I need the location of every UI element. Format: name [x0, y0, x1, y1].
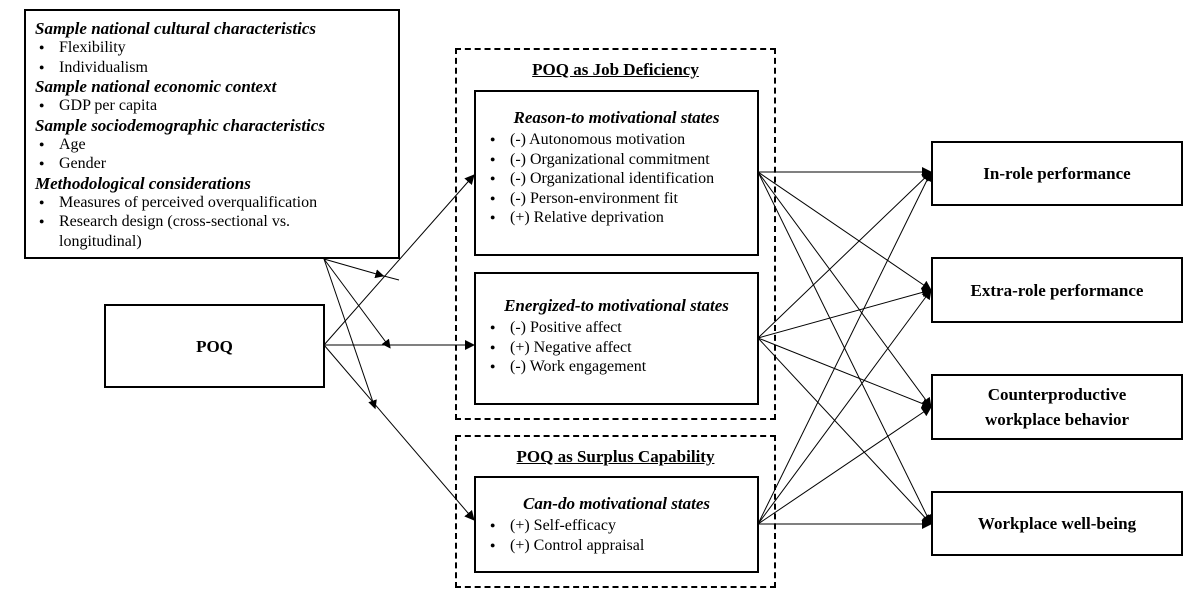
energized-to-heading: Energized-to motivational states: [504, 296, 729, 315]
reason-to-list: (-) Autonomous motivation (-) Organizati…: [486, 130, 757, 228]
list-item: Individualism: [35, 58, 398, 78]
list-item: Age: [35, 135, 398, 155]
arrow-reason-to-extrarole: [757, 171, 932, 291]
energized-to-box: Energized-to motivational states (-) Pos…: [474, 272, 759, 405]
moderator-line-1b: [379, 274, 400, 281]
list-item: Research design (cross-sectional vs.: [35, 212, 398, 232]
poq-box: POQ: [104, 304, 325, 388]
outcome-label-line2: workplace behavior: [984, 410, 1130, 429]
list-item: (-) Work engagement: [486, 357, 757, 377]
job-deficiency-title: POQ as Job Deficiency: [532, 60, 699, 79]
outcome-wellbeing: Workplace well-being: [931, 491, 1183, 556]
list-item: Flexibility: [35, 38, 398, 58]
list-item: Measures of perceived overqualification: [35, 193, 398, 213]
moderator-list: Measures of perceived overqualification …: [35, 193, 398, 252]
poq-label: POQ: [196, 336, 233, 356]
arrow-cando-to-extrarole: [757, 289, 932, 525]
list-item: (+) Control appraisal: [486, 536, 757, 556]
list-item: (+) Negative affect: [486, 338, 757, 358]
moderator-line-3: [323, 258, 377, 410]
arrow-cando-to-inrole: [757, 171, 932, 525]
arrow-poq-to-reason: [323, 174, 475, 346]
arrow-cando-to-cwb: [757, 406, 932, 525]
list-item-continuation: longitudinal): [59, 232, 142, 250]
outcome-label: Extra-role performance: [970, 280, 1144, 300]
outcome-extra-role: Extra-role performance: [931, 257, 1183, 323]
surplus-capability-title: POQ as Surplus Capability: [516, 447, 715, 466]
moderator-list: Flexibility Individualism: [35, 38, 398, 77]
reason-to-heading: Reason-to motivational states: [513, 108, 720, 127]
arrow-energized-to-cwb: [757, 337, 932, 409]
reason-to-box: Reason-to motivational states (-) Autono…: [474, 90, 759, 256]
outcome-label: Workplace well-being: [977, 514, 1137, 533]
moderator-heading: Sample sociodemographic characteristics: [35, 115, 325, 135]
list-item: (+) Self-efficacy: [486, 516, 757, 536]
moderator-list: Age Gender: [35, 135, 398, 174]
arrow-energized-to-inrole: [757, 171, 932, 339]
moderator-heading: Sample national economic context: [35, 77, 277, 96]
moderator-list: GDP per capita: [35, 96, 398, 116]
arrow-poq-to-cando: [323, 344, 475, 521]
arrow-energized-to-wellbeing: [757, 337, 932, 525]
arrow-reason-to-cwb: [757, 171, 932, 408]
outcome-counterproductive: Counterproductive workplace behavior: [931, 374, 1183, 440]
outcome-label: In-role performance: [983, 164, 1131, 183]
outcome-label-line1: Counterproductive: [987, 385, 1127, 404]
list-item: (-) Autonomous motivation: [486, 130, 757, 150]
surplus-capability-frame: POQ as Surplus Capability: [455, 435, 776, 588]
moderator-heading: Sample national cultural characteristics: [35, 19, 317, 38]
energized-to-list: (-) Positive affect (+) Negative affect …: [486, 318, 757, 377]
list-item: (-) Positive affect: [486, 318, 757, 338]
list-item: (-) Organizational commitment: [486, 150, 757, 170]
can-do-list: (+) Self-efficacy (+) Control appraisal: [486, 516, 757, 555]
arrow-energized-to-extrarole: [757, 287, 932, 339]
list-item: (-) Person-environment fit: [486, 189, 757, 209]
list-item: Gender: [35, 154, 398, 174]
outcome-in-role: In-role performance: [931, 141, 1183, 206]
list-item: (+) Relative deprivation: [486, 208, 757, 228]
moderators-box: Sample national cultural characteristics…: [24, 9, 400, 259]
moderator-heading: Methodological considerations: [35, 173, 251, 193]
job-deficiency-frame: POQ as Job Deficiency: [455, 48, 776, 420]
can-do-box: Can-do motivational states (+) Self-effi…: [474, 476, 759, 573]
moderator-line-1: [323, 258, 385, 279]
moderator-line-2: [323, 258, 391, 349]
can-do-heading: Can-do motivational states: [522, 494, 711, 513]
list-item: GDP per capita: [35, 96, 398, 116]
list-item: (-) Organizational identification: [486, 169, 757, 189]
